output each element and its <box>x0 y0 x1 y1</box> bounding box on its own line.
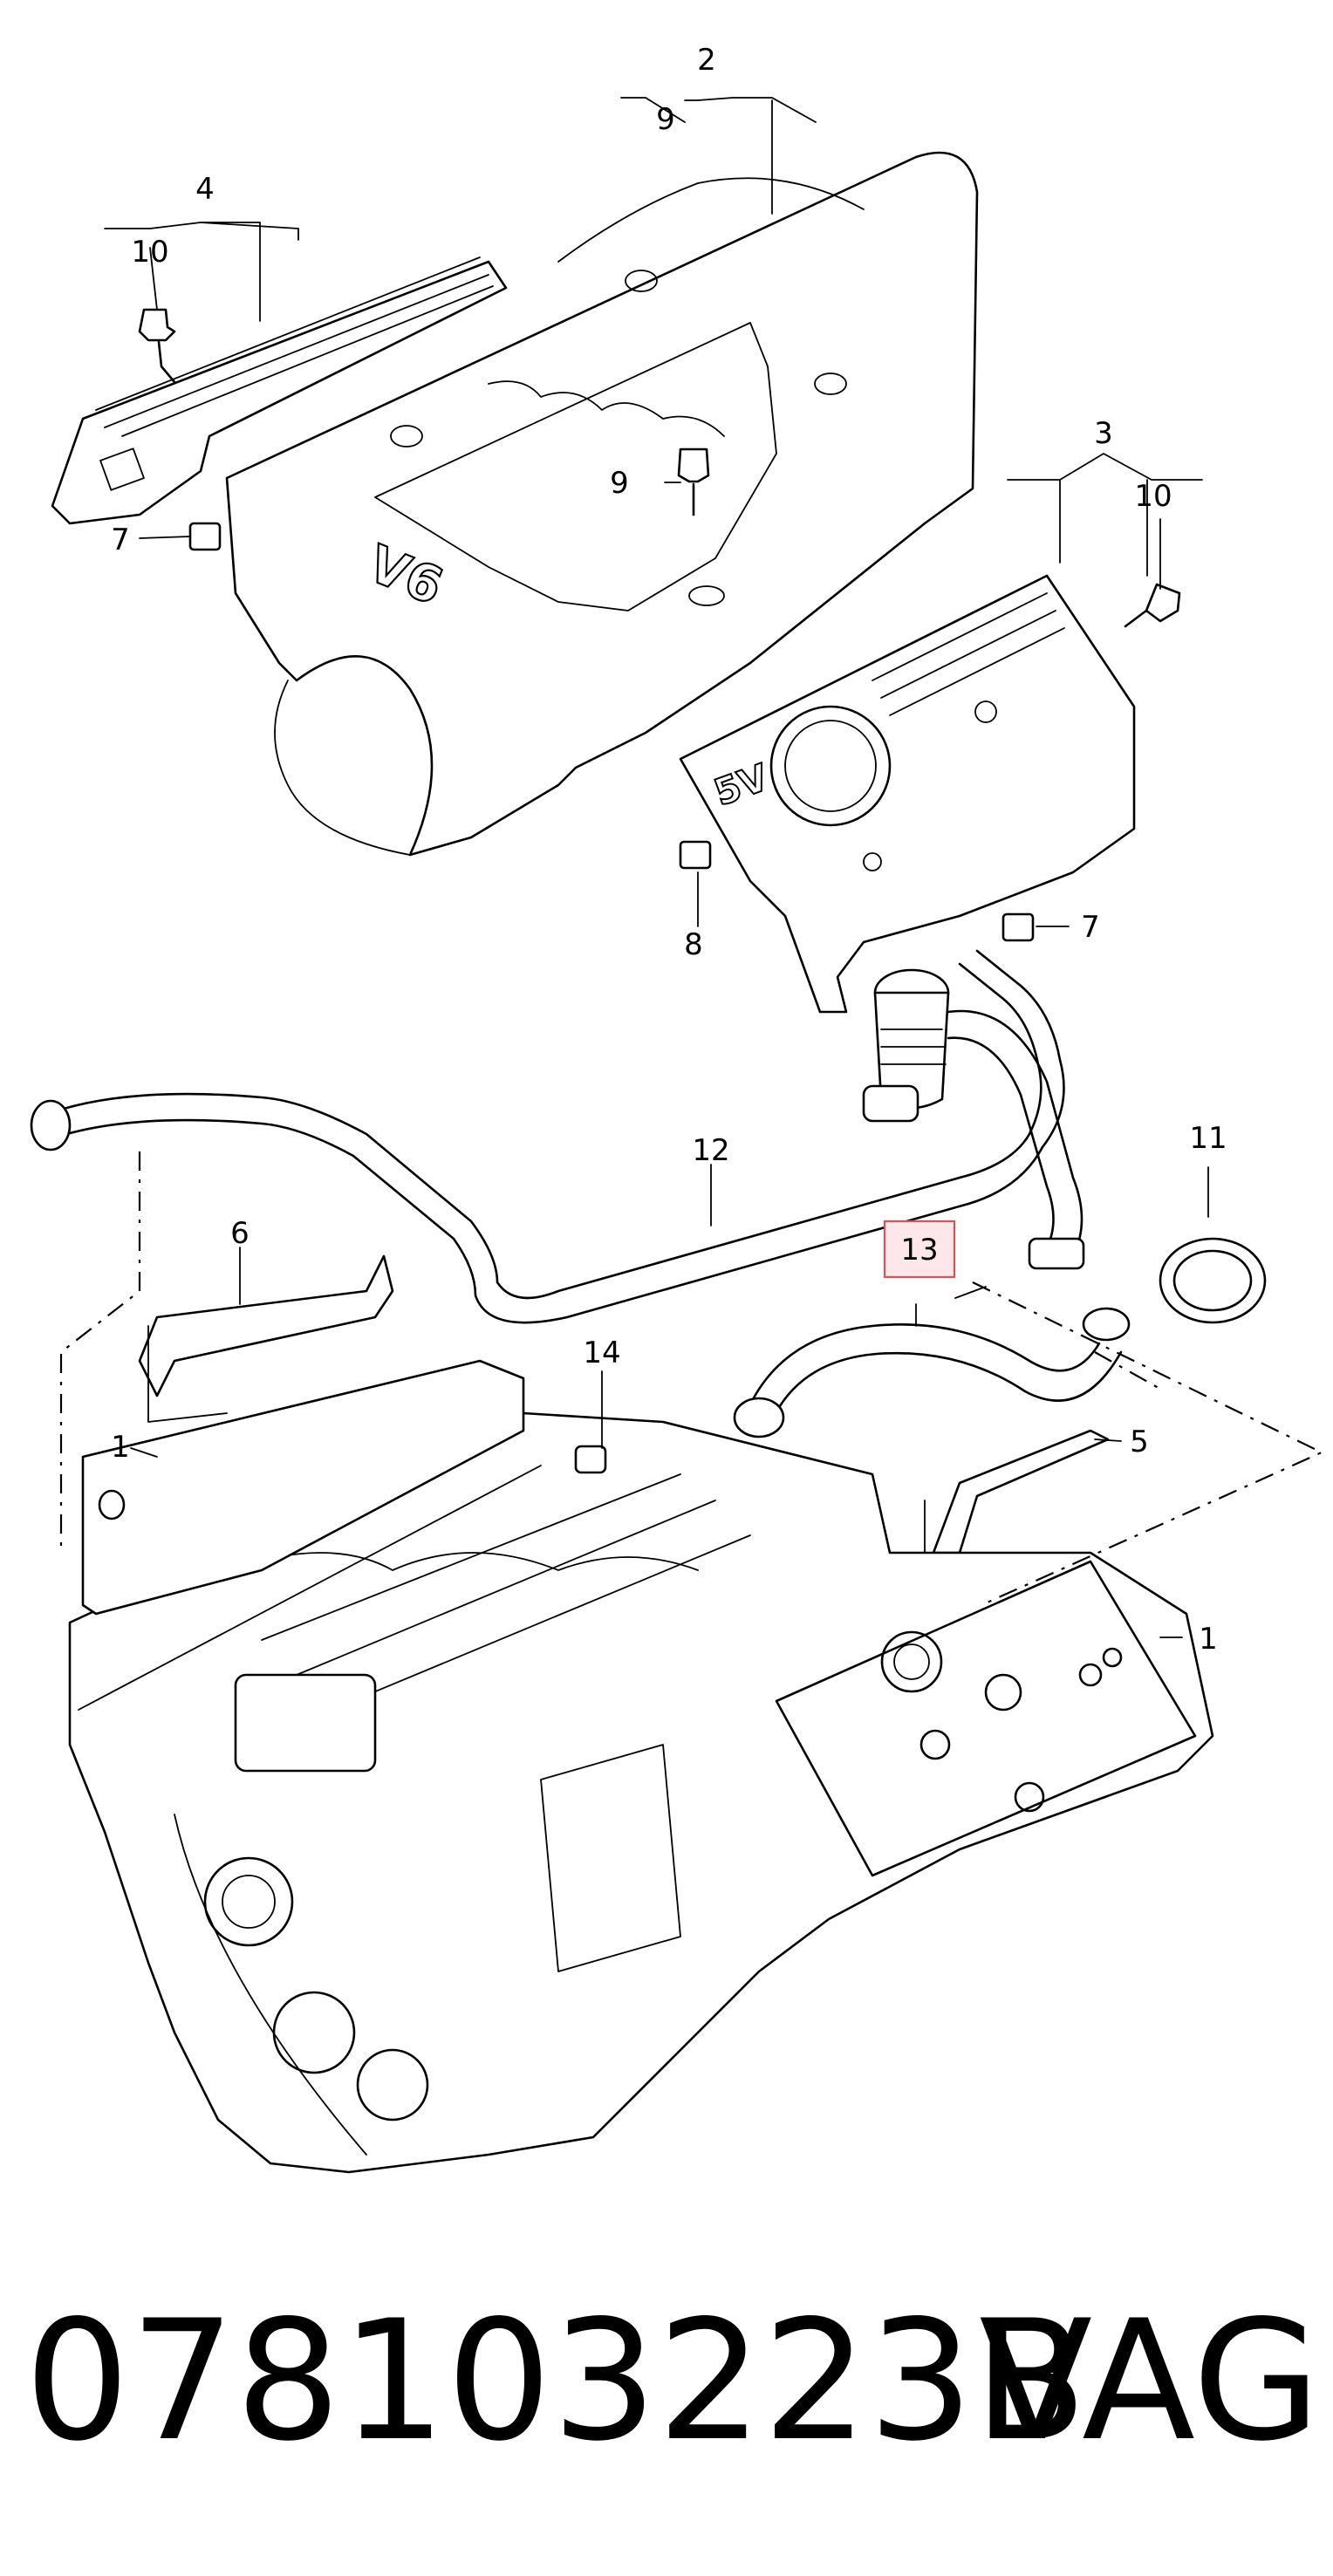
callout-11: 11 <box>1189 1121 1227 1156</box>
callout-8: 8 <box>684 927 703 962</box>
part-number: 078103223B <box>24 2285 1088 2477</box>
seal-ring <box>1159 1237 1267 1324</box>
callout-7-left: 7 <box>111 523 130 557</box>
callout-9-top: 9 <box>656 102 675 137</box>
brand-name: VAG <box>979 2285 1321 2477</box>
exploded-parts-diagram: V6 5V <box>30 43 1324 2174</box>
hose-13 <box>733 1307 1131 1438</box>
callout-10-left: 10 <box>131 235 168 270</box>
callout-3: 3 <box>1094 416 1113 451</box>
dash-guides <box>59 1151 1324 1607</box>
callout-2: 2 <box>697 43 716 78</box>
callout-10-right: 10 <box>1134 479 1172 514</box>
left-trim-cover <box>51 256 508 525</box>
left-valve-cover <box>81 1359 525 1616</box>
breather-pipe <box>30 949 1065 1324</box>
callout-9-middle: 9 <box>610 466 629 501</box>
callout-labels: 2 9 4 10 7 9 3 10 7 8 12 11 6 13 14 1 5 … <box>111 43 1227 1657</box>
callout-13: 13 <box>900 1233 938 1268</box>
callout-6: 6 <box>230 1216 250 1251</box>
callout-1-right: 1 <box>1199 1622 1218 1657</box>
bracket-6 <box>138 1254 394 1423</box>
callout-12: 12 <box>692 1133 729 1168</box>
pcv-valve <box>862 968 1085 1270</box>
callout-13-highlight-box <box>883 1220 956 1279</box>
callout-7-right: 7 <box>1081 910 1100 945</box>
engine-block <box>68 1411 1214 2174</box>
leader-lines <box>104 97 1209 1638</box>
callout-14: 14 <box>583 1336 620 1370</box>
engine-cover: V6 <box>225 151 979 857</box>
right-engine-cover: 5V <box>679 574 1136 1014</box>
callout-1-left: 1 <box>111 1430 130 1465</box>
callout-5: 5 <box>1130 1425 1149 1459</box>
callout-4: 4 <box>195 172 215 207</box>
